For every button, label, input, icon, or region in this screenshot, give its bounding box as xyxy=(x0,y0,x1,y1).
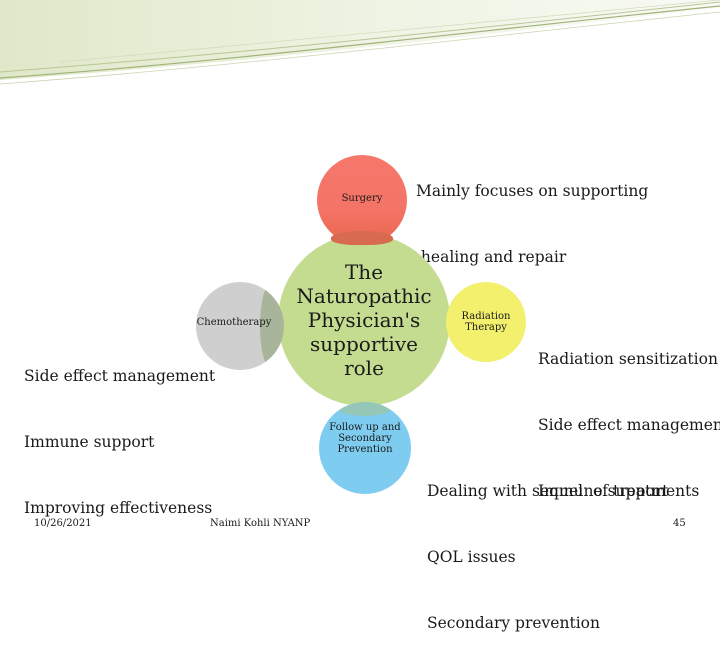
top-note-line-1: Mainly focuses on supporting xyxy=(416,182,649,200)
chemotherapy-overlap xyxy=(260,282,284,370)
left-list-item-3: Improving effectiveness xyxy=(24,499,213,517)
center-line-1: The xyxy=(344,260,384,284)
bottom-list-item-1: Dealing with sequel of treatments xyxy=(427,482,700,500)
top-note-line-2: healing and repair xyxy=(416,248,567,266)
left-list: Side effect management Immune support Im… xyxy=(24,321,215,541)
center-line-2: Naturopathic xyxy=(296,284,432,308)
page-number: 45 xyxy=(673,518,686,529)
radiation-line-1: Radiation xyxy=(461,311,511,322)
right-list: Radiation sensitization Side effect mana… xyxy=(538,304,720,524)
center-circle: The Naturopathic Physician's supportive … xyxy=(278,234,450,406)
followup-line-1: Follow up and xyxy=(329,421,401,433)
right-list-item-2: Side effect management xyxy=(538,416,720,434)
followup-overlap xyxy=(339,402,391,416)
chemotherapy-label: Chemotherapy xyxy=(196,316,272,328)
center-line-5: role xyxy=(344,356,384,380)
surgery-circle: Surgery xyxy=(317,155,407,245)
center-line-3: Physician's xyxy=(307,308,421,332)
followup-line-3: Prevention xyxy=(337,443,393,455)
center-line-4: supportive xyxy=(310,332,418,356)
chemotherapy-circle: Chemotherapy xyxy=(196,282,284,370)
footer-date: 10/26/2021 xyxy=(34,518,92,529)
followup-label: Follow up and Secondary Prevention xyxy=(329,422,400,455)
radiation-line-2: Therapy xyxy=(465,322,507,333)
left-list-item-2: Immune support xyxy=(24,433,155,451)
footer-author: Naimi Kohli NYANP xyxy=(210,518,311,529)
decorative-banner xyxy=(0,0,720,85)
center-label: The Naturopathic Physician's supportive … xyxy=(296,260,431,380)
followup-circle: Follow up and Secondary Prevention xyxy=(319,402,411,494)
bottom-list-item-2: QOL issues xyxy=(427,548,516,566)
surgery-overlap xyxy=(331,231,393,245)
right-list-item-3: Immune support xyxy=(538,482,669,500)
followup-line-2: Secondary xyxy=(338,432,392,444)
surgery-label: Surgery xyxy=(341,192,383,204)
left-list-item-1: Side effect management xyxy=(24,367,216,385)
bottom-list-item-3: Secondary prevention xyxy=(427,614,600,632)
radiation-circle: Radiation Therapy xyxy=(446,282,526,362)
right-list-item-1: Radiation sensitization xyxy=(538,350,718,368)
radiation-label: Radiation Therapy xyxy=(462,311,511,333)
bottom-list: Dealing with sequel of treatments QOL is… xyxy=(427,436,699,656)
top-note: Mainly focuses on supporting healing and… xyxy=(416,136,648,290)
